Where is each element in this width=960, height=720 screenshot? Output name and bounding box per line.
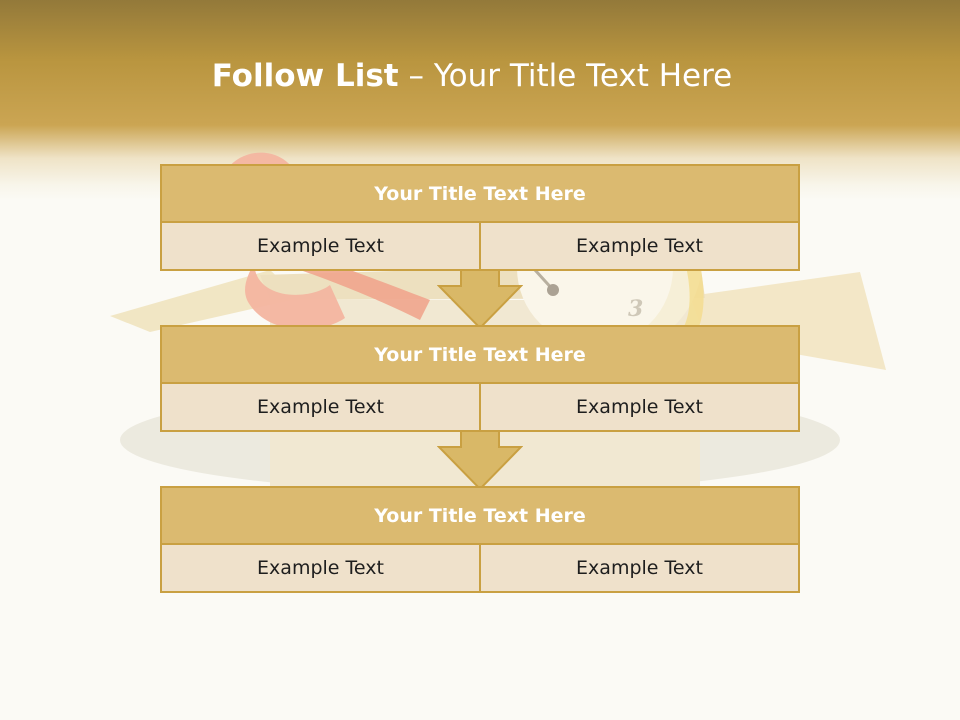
- list-item-title: Your Title Text Here: [162, 488, 798, 545]
- list-item-body: Example Text Example Text: [162, 545, 798, 591]
- down-arrow-icon: [437, 429, 523, 491]
- list-item: Your Title Text Here Example Text Exampl…: [160, 486, 800, 593]
- list-item-cell-right: Example Text: [479, 223, 798, 269]
- down-arrow-icon: [437, 268, 523, 330]
- list-item: Your Title Text Here Example Text Exampl…: [160, 325, 800, 432]
- dollar-stroke: [300, 255, 430, 320]
- clock-center: [547, 284, 559, 296]
- slide-title-rest: – Your Title Text Here: [408, 58, 733, 94]
- list-item: Your Title Text Here Example Text Exampl…: [160, 164, 800, 271]
- slide-title-bold: Follow List: [211, 58, 399, 94]
- list-item-cell-left: Example Text: [162, 384, 479, 430]
- list-item-title: Your Title Text Here: [162, 327, 798, 384]
- list-item-body: Example Text Example Text: [162, 384, 798, 430]
- list-item-title: Your Title Text Here: [162, 166, 798, 223]
- list-item-cell-left: Example Text: [162, 545, 479, 591]
- clock-numeral: 3: [628, 296, 643, 322]
- list-item-body: Example Text Example Text: [162, 223, 798, 269]
- box-flap-right: [690, 272, 886, 370]
- list-item-cell-left: Example Text: [162, 223, 479, 269]
- list-item-cell-right: Example Text: [479, 545, 798, 591]
- dollar-sign-icon: [228, 152, 345, 330]
- list-item-cell-right: Example Text: [479, 384, 798, 430]
- slide-title: Follow List – Your Title Text Here: [0, 54, 944, 98]
